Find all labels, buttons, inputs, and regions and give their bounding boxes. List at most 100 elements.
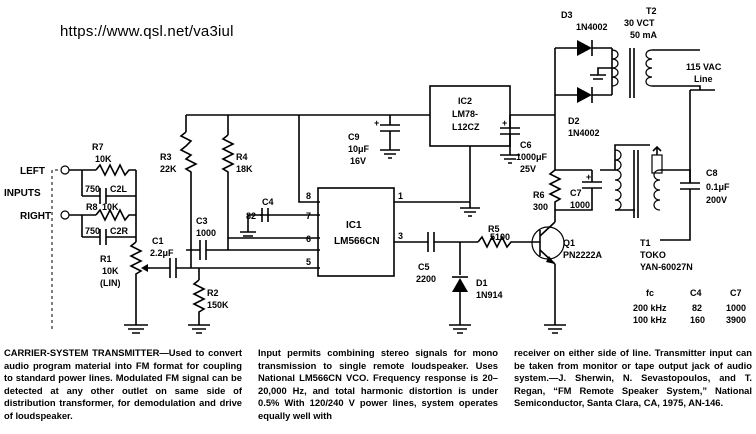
caption-column-3: receiver on either side of line. Transmi… [514, 347, 752, 409]
t1-label: T1 [640, 238, 651, 248]
r7-label: R7 [92, 142, 104, 152]
table-cell: 3900 [726, 315, 746, 325]
r1-label: R1 [100, 254, 112, 264]
d3-label: D3 [561, 10, 573, 20]
c3-capacitor [186, 240, 320, 260]
r5-label: R5 [488, 224, 500, 234]
ic1-pin1: 1 [398, 191, 403, 201]
right-label: RIGHT [20, 211, 51, 222]
d3-value: 1N4002 [576, 22, 608, 32]
caption-title: CARRIER-SYSTEM TRANSMITTER— [4, 347, 169, 358]
table-cell: 100 kHz [633, 315, 667, 325]
t1-primary-winding [614, 149, 622, 211]
ic1-pin3: 3 [398, 231, 403, 241]
r6-resistor [548, 169, 562, 210]
c2l-capacitor [82, 188, 136, 204]
c9-capacitor [380, 115, 400, 150]
c2l-label: C2L [110, 184, 128, 194]
r3-value: 22K [160, 164, 177, 174]
r8-value: 10K [102, 202, 119, 212]
q1-value: PN2222A [563, 250, 603, 260]
table-cell: 82 [692, 303, 702, 313]
r1-potentiometer [129, 241, 143, 300]
c8-value2: 200V [706, 195, 727, 205]
c9-label: C9 [348, 132, 360, 142]
d2-diode [577, 87, 592, 103]
left-label: LEFT [20, 166, 45, 177]
c7-label: C7 [570, 188, 582, 198]
c8-value1: 0.1μF [706, 182, 730, 192]
r5-resistor [477, 235, 540, 249]
ic1-label: IC1 [346, 220, 362, 231]
d1-value: 1N914 [476, 290, 503, 300]
r8-label: R8 [86, 202, 98, 212]
c4-value: 82 [246, 211, 256, 221]
c2l-value: 750 [85, 184, 100, 194]
table-cell: 1000 [726, 303, 746, 313]
r8-resistor [95, 208, 136, 222]
inputs-label: INPUTS [4, 188, 41, 199]
caption-column-1: CARRIER-SYSTEM TRANSMITTER—Used to conve… [4, 347, 242, 423]
c3-value: 1000 [196, 228, 216, 238]
t2-secondary-winding [645, 49, 653, 87]
d2-value: 1N4002 [568, 128, 600, 138]
table-header-c7: C7 [730, 288, 742, 298]
c9-value2: 16V [350, 156, 366, 166]
table-cell: 200 kHz [633, 303, 667, 313]
c6-plus: + [502, 118, 507, 128]
ic2-part1: LM78- [452, 109, 478, 119]
c5-label: C5 [418, 262, 430, 272]
c6-value1: 1000μF [516, 152, 548, 162]
c6-value2: 25V [520, 164, 536, 174]
table-header-c4: C4 [690, 288, 702, 298]
c5-capacitor [394, 232, 478, 252]
c9-value1: 10μF [348, 144, 370, 154]
ic1-pin8: 8 [306, 191, 311, 201]
r1-value: 10K [102, 266, 119, 276]
d2-label: D2 [568, 116, 580, 126]
r2-label: R2 [207, 288, 219, 298]
frequency-table: fc C4 C7 200 kHz 82 1000 100 kHz 160 390… [633, 288, 746, 325]
ic1-pin5: 5 [306, 257, 311, 267]
c8-capacitor [660, 169, 700, 241]
c6-label: C6 [520, 140, 532, 150]
caption-column-2: Input permits combining stereo signals f… [258, 347, 498, 421]
c8-label: C8 [706, 168, 718, 178]
t2-value1: 30 VCT [624, 18, 655, 28]
r3-resistor [179, 131, 198, 268]
c4-label: C4 [262, 197, 274, 207]
r6-value: 300 [533, 202, 548, 212]
t1-value2: YAN-60027N [640, 262, 693, 272]
q1-label: Q1 [563, 238, 575, 248]
c6-capacitor [500, 115, 520, 155]
ic1-pin6: 6 [306, 234, 311, 244]
ic1-pin7: 7 [306, 211, 311, 221]
c2r-label: C2R [110, 226, 129, 236]
c3-label: C3 [196, 216, 208, 226]
c1-value: 2.2μF [150, 248, 174, 258]
line-label: Line [694, 74, 713, 84]
ic2-part2: L12CZ [452, 122, 480, 132]
d3-diode [577, 40, 592, 56]
r2-resistor [192, 279, 206, 325]
table-header-fc: fc [646, 288, 654, 298]
ic2-label: IC2 [458, 96, 472, 106]
c2r-capacitor [82, 229, 136, 245]
t2-value2: 50 mA [630, 30, 658, 40]
c5-value: 2200 [416, 274, 436, 284]
c7-plus: + [586, 172, 591, 182]
r1-lin: (LIN) [100, 278, 121, 288]
ic1-part: LM566CN [334, 236, 380, 247]
r7-value: 10K [95, 154, 112, 164]
r6-label: R6 [533, 190, 545, 200]
r4-resistor [221, 134, 235, 250]
t1-secondary-winding [653, 169, 661, 211]
r3-label: R3 [160, 152, 172, 162]
vac-label: 115 VAC [686, 62, 722, 72]
right-input-terminal [60, 210, 70, 220]
r2-value: 150K [207, 300, 229, 310]
c2r-value: 750 [85, 226, 100, 236]
left-input-terminal [60, 165, 70, 175]
t1-value1: TOKO [640, 250, 666, 260]
